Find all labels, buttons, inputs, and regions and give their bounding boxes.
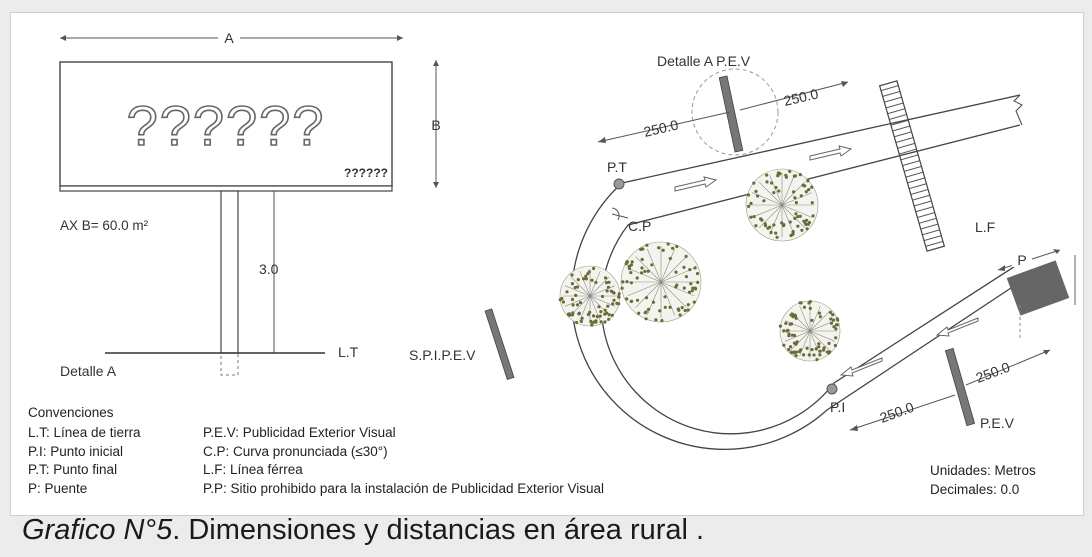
distance-bottom-left: 250.0 xyxy=(878,399,917,426)
pi-point xyxy=(826,383,838,395)
legend-item: C.P: Curva pronunciada (≤30°) xyxy=(203,443,388,459)
post-foundation xyxy=(220,352,239,376)
billboard-base xyxy=(59,185,393,192)
label-lt: L.T xyxy=(338,344,359,360)
billboard-placeholder-text: ?????? xyxy=(127,94,326,157)
legend-col-2: P.E.V: Publicidad Exterior Visual C.P: C… xyxy=(203,424,604,498)
label-b: B xyxy=(431,117,440,133)
road-plan: L.F P Detalle A P.E.V 250.0 250.0 P.T xyxy=(409,53,1076,451)
height-label: 3.0 xyxy=(259,261,279,277)
units-block: Unidades: Metros Decimales: 0.0 xyxy=(930,462,1036,499)
decimals-label: Decimales: 0.0 xyxy=(930,481,1020,497)
detail-circle xyxy=(691,68,779,156)
distance-bottom-right: 250.0 xyxy=(974,359,1013,386)
billboard-post xyxy=(220,190,239,354)
label-pev: P.E.V xyxy=(980,415,1015,431)
legend-item: P.P: Sitio prohibido para la instalación… xyxy=(203,480,604,496)
conventions-title: Convenciones xyxy=(28,405,114,420)
direction-arrows xyxy=(674,145,979,377)
pev-sign-top xyxy=(718,75,744,153)
pt-point xyxy=(613,178,625,190)
label-spipev: S.P.I.P.E.V xyxy=(409,347,476,363)
label-pi: P.I xyxy=(830,399,845,415)
area-label: AX B= 60.0 m² xyxy=(60,218,149,233)
label-lf: L.F xyxy=(975,219,995,235)
label-a: A xyxy=(224,30,234,46)
distance-top-left: 250.0 xyxy=(642,116,680,140)
tree-icon xyxy=(778,300,841,362)
legend-item: P.I: Punto inicial xyxy=(28,443,124,459)
detalle-a-label: Detalle A xyxy=(60,363,117,379)
label-p: P xyxy=(1017,252,1026,268)
label-cp: C.P xyxy=(628,218,651,234)
legend-item: P.T: Punto final xyxy=(28,462,118,477)
label-pt: P.T xyxy=(607,159,627,175)
legend-item: P.E.V: Publicidad Exterior Visual xyxy=(203,425,396,440)
caption-prefix: Grafico N°5 xyxy=(22,514,173,546)
railway-line xyxy=(878,80,946,252)
tree-icon xyxy=(558,265,621,327)
legend-col-1: L.T: Línea de tierra P.I: Punto inicial … xyxy=(28,424,141,498)
billboard-detail: A ?????? ?????? B AX B= 60.0 m² 3.0 L.T … xyxy=(59,30,441,379)
bridge xyxy=(1006,260,1070,316)
billboard-small-text: ?????? xyxy=(344,166,388,180)
billboard-board xyxy=(59,61,393,187)
tree-icon xyxy=(745,168,819,242)
tree-icon xyxy=(620,241,702,323)
caption-text: . Dimensiones y distancias en área rural… xyxy=(172,514,705,546)
detail-pev-label: Detalle A P.E.V xyxy=(657,53,751,69)
figure-caption: Grafico N°5. Dimensiones y distancias en… xyxy=(22,514,704,547)
pev-sign-bottom xyxy=(944,347,976,427)
distance-top-right: 250.0 xyxy=(782,85,820,109)
road-outer-edge xyxy=(570,94,1021,451)
legend-item: P: Puente xyxy=(28,480,88,496)
legend-item: L.T: Línea de tierra xyxy=(28,425,141,440)
trees xyxy=(558,168,841,362)
spipev-sign xyxy=(484,308,515,380)
legend-item: L.F: Línea férrea xyxy=(203,462,303,477)
units-label: Unidades: Metros xyxy=(930,463,1036,478)
